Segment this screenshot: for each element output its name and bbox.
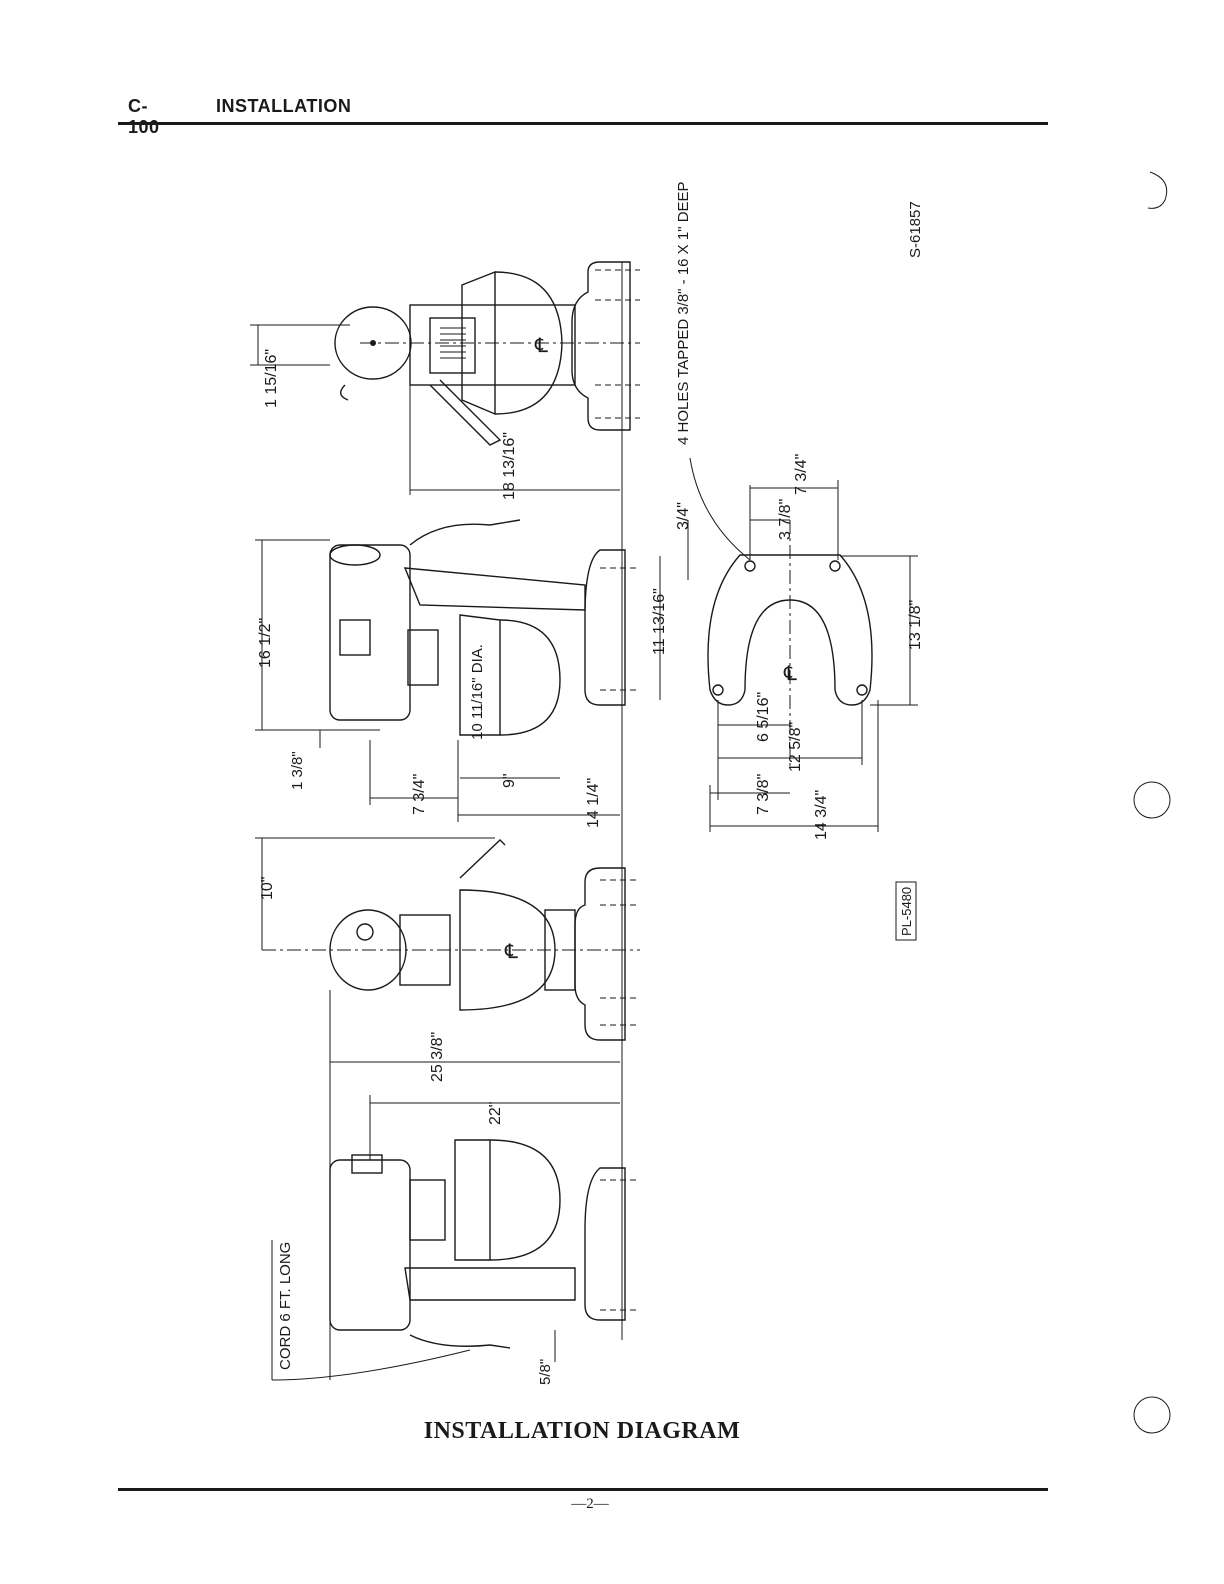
- dim-6-5-16: 6 5/16": [755, 692, 772, 742]
- page-number: —2—: [540, 1496, 640, 1513]
- holes-callout: 4 HOLES TAPPED 3/8" - 16 X 1" DEEP: [675, 181, 692, 445]
- bowl-diameter-label: 10 11/16" DIA.: [469, 644, 486, 740]
- dim-25-3-8: 25 3/8": [429, 1032, 446, 1082]
- footer-rule: [118, 1488, 1048, 1491]
- side-gearbox: [408, 630, 438, 685]
- bottom-motor: [330, 1160, 410, 1330]
- side-column-arm: [405, 568, 585, 610]
- cord-leader: [272, 1240, 470, 1380]
- bottom-column-arm: [405, 1268, 575, 1300]
- mount-hole: [745, 561, 755, 571]
- dim-7-3-8: 7 3/8": [755, 774, 772, 815]
- rear-base: [572, 262, 630, 430]
- cord-length-label: CORD 6 FT. LONG: [277, 1242, 294, 1370]
- front-centerline-symbol: ℄: [504, 941, 518, 963]
- dim-14-3-4: 14 3/4": [813, 790, 830, 840]
- side-bowl: [500, 620, 560, 735]
- side-view-bottom: 22" 5/8" CORD 6 FT. LONG: [272, 1095, 640, 1385]
- side-cord: [410, 520, 520, 545]
- centerline-symbol: ℄: [534, 335, 548, 357]
- dim-16-1-2: 16 1/2": [257, 618, 274, 668]
- dim-7-3-4-base: 7 3/4": [793, 454, 810, 495]
- rear-handle: [341, 385, 348, 400]
- side-motor-cap: [330, 545, 380, 565]
- side-view-head-up: 16 1/2" 10 11/16" DIA. 1 3/8" 7 3/4" 9" …: [255, 502, 692, 828]
- mount-hole: [830, 561, 840, 571]
- dim-18-13-16: 18 13/16": [501, 432, 518, 500]
- rear-lever: [430, 380, 500, 445]
- binder-hole-1: [1148, 172, 1167, 208]
- dim-5-8: 5/8": [537, 1359, 554, 1385]
- front-view: ℄ 10" 25 3/8": [255, 838, 640, 1380]
- dim-22: 22": [487, 1102, 504, 1125]
- base-plan-view: ℄ 4 HOLES TAPPED 3/8" - 16 X 1" DEEP 3 7…: [675, 181, 924, 840]
- diagram-caption: INSTALLATION DIAGRAM: [0, 1418, 1164, 1445]
- dim-7-3-4-side: 7 3/4": [411, 774, 428, 815]
- dim-9: 9": [501, 773, 518, 788]
- dim-1-3-8: 1 3/8": [289, 751, 306, 790]
- mount-hole: [857, 685, 867, 695]
- dim-13-1-8: 13 1/8": [907, 600, 924, 650]
- rear-view: ℄ 1 15/16" 18 13/16": [250, 262, 640, 500]
- dim-10: 10": [259, 877, 276, 900]
- front-lever: [460, 840, 505, 878]
- dim-1-15-16: 1 15/16": [263, 349, 280, 408]
- side-nameplate: [340, 620, 370, 655]
- bottom-gearbox: [410, 1180, 445, 1240]
- holes-leader: [690, 458, 750, 560]
- dim-3-7-8: 3 7/8": [777, 499, 794, 540]
- dim-12-5-8: 12 5/8": [787, 722, 804, 772]
- bottom-motor-cap: [352, 1155, 382, 1173]
- plate-number: PL-5480: [899, 887, 914, 936]
- base-centerline-symbol: ℄: [783, 663, 797, 685]
- dim-14-1-4: 14 1/4": [585, 778, 602, 828]
- dim-11-13-16: 11 13/16": [651, 588, 668, 655]
- front-knob: [357, 924, 373, 940]
- bottom-bowl-support: [455, 1140, 490, 1260]
- bottom-bowl: [490, 1140, 560, 1260]
- front-base: [575, 868, 625, 1040]
- binder-hole-2: [1134, 782, 1170, 818]
- drawing-number: S-61857: [907, 201, 924, 258]
- bottom-base: [585, 1168, 625, 1320]
- dim-3-4: 3/4": [675, 502, 692, 530]
- mount-hole: [713, 685, 723, 695]
- bottom-cord: [410, 1335, 510, 1348]
- side-base: [585, 550, 625, 705]
